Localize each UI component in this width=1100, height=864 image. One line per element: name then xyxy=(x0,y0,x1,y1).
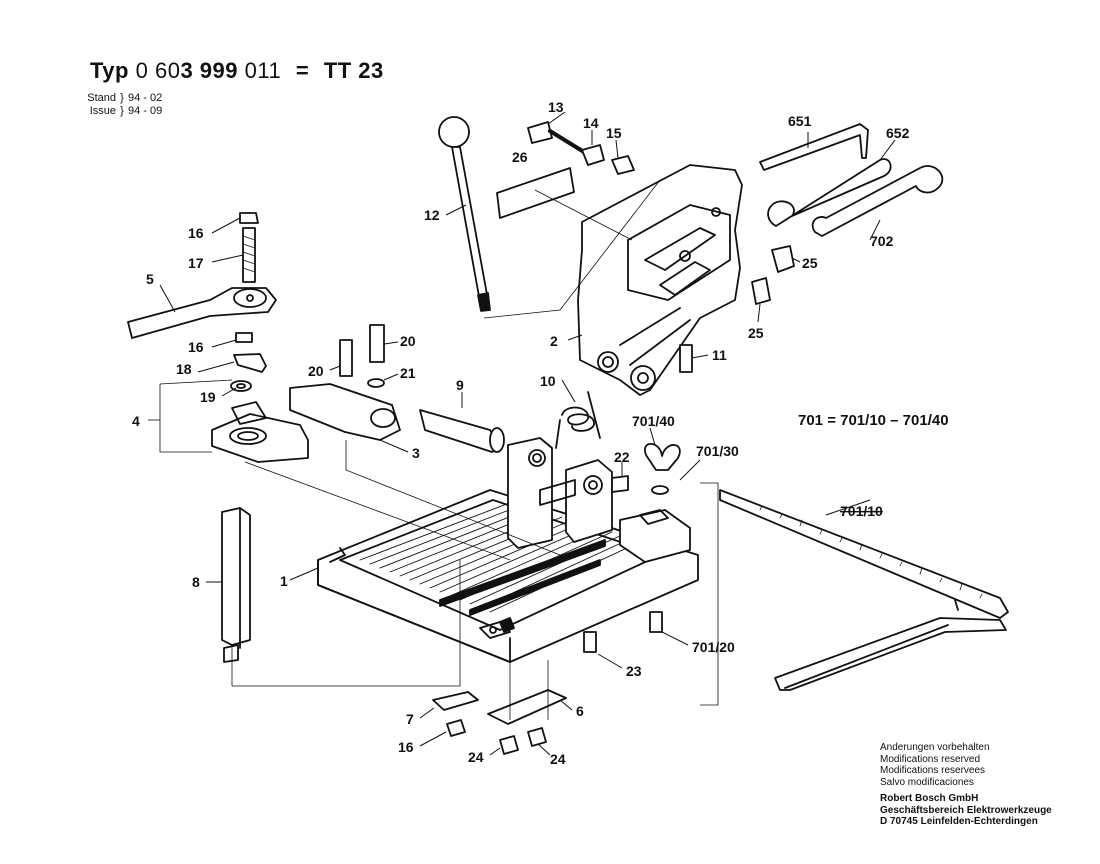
note-line: Salvo modificaciones xyxy=(880,776,974,788)
callout-8: 8 xyxy=(192,574,200,590)
callout-16-top: 16 xyxy=(188,225,204,241)
callout-2: 2 xyxy=(550,333,558,349)
clamp-arm xyxy=(289,324,401,441)
callout-24-left: 24 xyxy=(468,749,484,765)
base-plate xyxy=(317,437,699,663)
callout-652: 652 xyxy=(886,125,910,141)
callout-701-10: 701/10 xyxy=(840,503,883,519)
company-division: Geschäftsbereich Elektrowerkzeuge xyxy=(880,804,1052,816)
callout-16-bottom: 16 xyxy=(398,739,414,755)
callout-19: 19 xyxy=(200,389,216,405)
callout-6: 6 xyxy=(576,703,584,719)
brace-icon: } xyxy=(120,92,124,104)
saw-head xyxy=(577,164,743,396)
issue-value: 94 - 09 xyxy=(128,105,163,117)
callout-5: 5 xyxy=(146,271,154,287)
callout-20-left: 20 xyxy=(308,363,324,379)
footer-notes: Anderungen vorbehalten Modifications res… xyxy=(880,742,1052,828)
pin xyxy=(419,409,501,453)
callout-701-20: 701/20 xyxy=(692,639,735,655)
part-number-suffix: 011 xyxy=(244,58,282,83)
callout-13: 13 xyxy=(548,99,564,115)
set-formula: 701 = 701/10 – 701/40 xyxy=(798,412,949,429)
callout-22: 22 xyxy=(614,449,630,465)
callout-17: 17 xyxy=(188,255,204,271)
callout-7: 7 xyxy=(406,711,414,727)
wing-nut xyxy=(644,442,681,471)
callout-18: 18 xyxy=(176,361,192,377)
model-name: TT 23 xyxy=(323,58,384,83)
callout-20-right: 20 xyxy=(400,333,416,349)
issue-label: Issue xyxy=(89,105,116,117)
lever-handle xyxy=(438,116,491,312)
revision-block: Stand } 94 - 02 Issue } 94 - 09 xyxy=(80,92,162,118)
rip-fence xyxy=(719,489,1009,691)
brace-icon: } xyxy=(120,105,124,117)
note-line: Modifications reserved xyxy=(880,753,981,765)
callout-25-top: 25 xyxy=(802,255,818,271)
fence-bar xyxy=(221,507,251,663)
callout-702: 702 xyxy=(870,233,894,249)
callout-26: 26 xyxy=(512,149,528,165)
callout-9: 9 xyxy=(456,377,464,393)
callout-701-30: 701/30 xyxy=(696,443,739,459)
label-plate xyxy=(496,167,575,219)
open-wrench xyxy=(767,158,892,227)
company-name: Robert Bosch GmbH xyxy=(880,793,979,804)
callout-1: 1 xyxy=(280,573,288,589)
pin-wrench xyxy=(811,165,944,237)
part-number-prefix: 0 60 xyxy=(135,58,181,83)
stand-label: Stand xyxy=(87,92,116,104)
callout-21: 21 xyxy=(400,365,416,381)
part-number-mid: 3 999 xyxy=(180,58,238,83)
callout-14: 14 xyxy=(583,115,599,131)
callout-25-bottom: 25 xyxy=(748,325,764,341)
callout-701-40: 701/40 xyxy=(632,413,675,429)
callout-23: 23 xyxy=(626,663,642,679)
callout-3: 3 xyxy=(412,445,420,461)
note-line: Modifications reservees xyxy=(880,765,986,776)
note-line: Anderungen vorbehalten xyxy=(880,742,990,753)
callout-10: 10 xyxy=(540,373,556,389)
document-title: Typ 0 603 999 011 = TT 23 xyxy=(90,58,384,84)
typ-label: Typ xyxy=(90,58,129,83)
callout-651: 651 xyxy=(788,113,812,129)
callout-24-right: 24 xyxy=(550,751,566,767)
stand-value: 94 - 02 xyxy=(128,92,163,104)
callout-4: 4 xyxy=(132,413,140,429)
callout-11: 11 xyxy=(712,347,727,363)
callout-16-mid: 16 xyxy=(188,339,204,355)
hex-key xyxy=(759,123,869,171)
clamp-assembly xyxy=(127,212,309,463)
callout-12: 12 xyxy=(424,207,440,223)
equals-sign: = xyxy=(295,58,310,83)
spring xyxy=(555,391,601,449)
callout-15: 15 xyxy=(606,125,622,141)
company-address: D 70745 Leinfelden-Echterdingen xyxy=(880,816,1038,827)
